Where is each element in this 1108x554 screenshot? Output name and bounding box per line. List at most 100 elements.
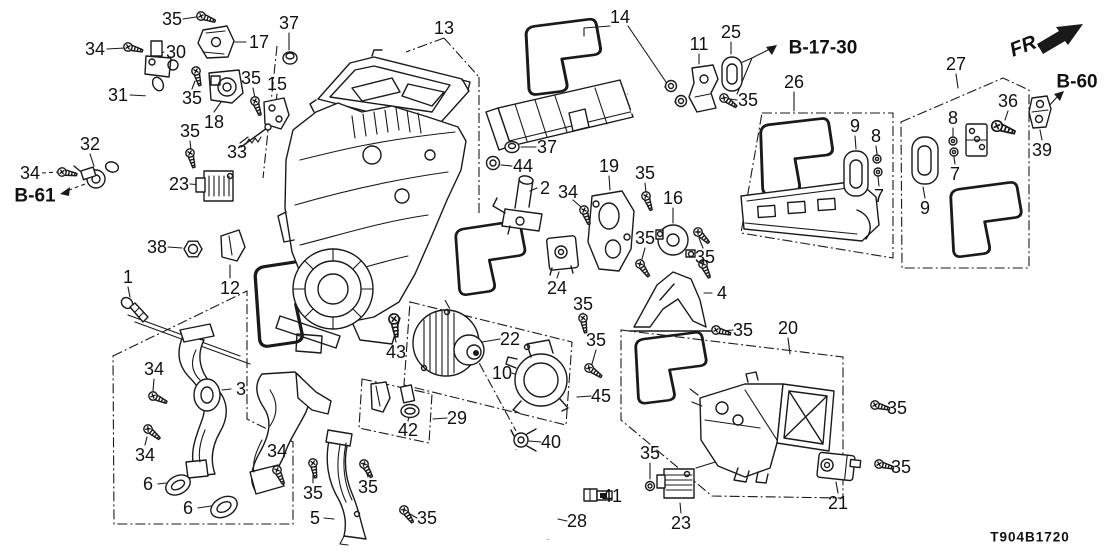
part-callout-23: 23	[670, 513, 692, 533]
heater-unit-assembly	[275, 49, 471, 354]
part-callout-18: 18	[203, 112, 225, 132]
bolt-43	[387, 312, 403, 339]
duct-seal-6b	[210, 495, 238, 519]
part-callout-43: 43	[385, 342, 407, 362]
part-callout-35: 35	[181, 88, 203, 108]
part-callout-8: 8	[870, 126, 882, 146]
drawing-code: T904B1720	[990, 529, 1070, 545]
part-callout-14: 14	[609, 7, 631, 27]
part-callout-17: 17	[248, 32, 270, 52]
plate-15	[263, 97, 290, 130]
part-callout-35: 35	[357, 477, 379, 497]
actuator-motor-21	[816, 451, 862, 482]
part-callout-34: 34	[266, 441, 288, 461]
front-direction-arrow	[1037, 24, 1083, 54]
part-callout-37: 37	[278, 13, 300, 33]
part-callout-35: 35	[240, 68, 262, 88]
ref-label-B-60: B-60	[1056, 71, 1098, 93]
part-callout-35: 35	[585, 330, 607, 350]
part-callout-31: 31	[107, 85, 129, 105]
part-callout-23: 23	[168, 174, 190, 194]
part-callout-2: 2	[539, 178, 551, 198]
part-callout-35: 35	[890, 457, 912, 477]
power-transistor-23	[656, 468, 695, 499]
part-callout-12: 12	[219, 278, 241, 298]
part-callout-44: 44	[512, 156, 534, 176]
ref-label-B-17-30: B-17-30	[788, 37, 858, 59]
water-valve	[144, 40, 179, 78]
part-callout-35: 35	[732, 320, 754, 340]
part-callout-5: 5	[309, 508, 321, 528]
drain-hose-28	[514, 449, 550, 540]
bracket-12	[220, 229, 246, 262]
part-callout-9: 9	[849, 116, 861, 136]
actuator-motor-16	[655, 224, 696, 258]
part-callout-35: 35	[302, 483, 324, 503]
part-callout-36: 36	[997, 91, 1019, 111]
side-duct-5	[325, 429, 367, 546]
air-mix-actuator-24	[546, 235, 579, 276]
part-callout-35: 35	[886, 398, 908, 418]
part-callout-35: 35	[416, 508, 438, 528]
joint-block-27	[965, 123, 988, 157]
grommet-9-right	[911, 136, 939, 185]
pipe-assembly-2	[492, 175, 543, 235]
blower-resistor	[195, 170, 234, 202]
part-callout-45: 45	[590, 386, 612, 406]
part-callout-32: 32	[79, 134, 101, 154]
part-callout-35: 35	[161, 9, 183, 29]
part-callout-15: 15	[266, 74, 288, 94]
part-callout-7: 7	[873, 186, 885, 206]
part-callout-40: 40	[540, 432, 562, 452]
bracket-17	[197, 25, 235, 59]
part-callout-41: 41	[601, 486, 623, 506]
part-callout-28: 28	[566, 511, 588, 531]
heater-duct-left-3	[178, 323, 227, 479]
grommet-37a	[282, 51, 298, 65]
part-callout-20: 20	[777, 318, 799, 338]
part-callout-27: 27	[945, 54, 967, 74]
part-callout-7: 7	[949, 164, 961, 184]
drain-valve-42	[370, 381, 420, 419]
part-callout-35: 35	[179, 121, 201, 141]
part-callout-1: 1	[122, 267, 134, 287]
part-callout-10: 10	[491, 363, 513, 383]
part-callout-24: 24	[546, 278, 568, 298]
part-callout-34: 34	[143, 359, 165, 379]
part-callout-35: 35	[634, 163, 656, 183]
part-callout-38: 38	[146, 237, 168, 257]
part-callout-35: 35	[639, 443, 661, 463]
control-rod-33	[240, 123, 272, 148]
part-callout-35: 35	[737, 90, 759, 110]
hose-joint-41	[583, 488, 613, 502]
heater-duct-right	[249, 371, 332, 495]
washer-44	[485, 155, 501, 171]
part-callout-6: 6	[142, 474, 154, 494]
part-callout-22: 22	[499, 329, 521, 349]
ref-label-B-61: B-61	[14, 185, 56, 207]
part-callout-39: 39	[1031, 140, 1053, 160]
part-callout-35: 35	[634, 228, 656, 248]
special-bolt-1	[120, 296, 149, 323]
part-callout-42: 42	[397, 420, 419, 440]
part-callout-16: 16	[662, 188, 684, 208]
part-callout-11: 11	[689, 34, 709, 54]
bracket-4	[629, 271, 712, 332]
part-callout-34: 34	[84, 39, 106, 59]
part-callout-34: 34	[19, 163, 41, 183]
o-rings-8-7	[872, 136, 959, 177]
part-callout-13: 13	[433, 18, 455, 38]
blower-motor-22	[412, 308, 485, 377]
part-callout-3: 3	[235, 379, 247, 399]
hose-clamp-40	[510, 428, 537, 452]
screw-icons	[56, 9, 896, 526]
part-callout-6: 6	[182, 498, 194, 518]
grommet-9-left	[843, 150, 869, 197]
part-callout-26: 26	[783, 72, 805, 92]
part-callout-29: 29	[446, 408, 468, 428]
part-callout-34: 34	[557, 182, 579, 202]
part-callout-30: 30	[165, 42, 187, 62]
part-callout-35: 35	[694, 247, 716, 267]
